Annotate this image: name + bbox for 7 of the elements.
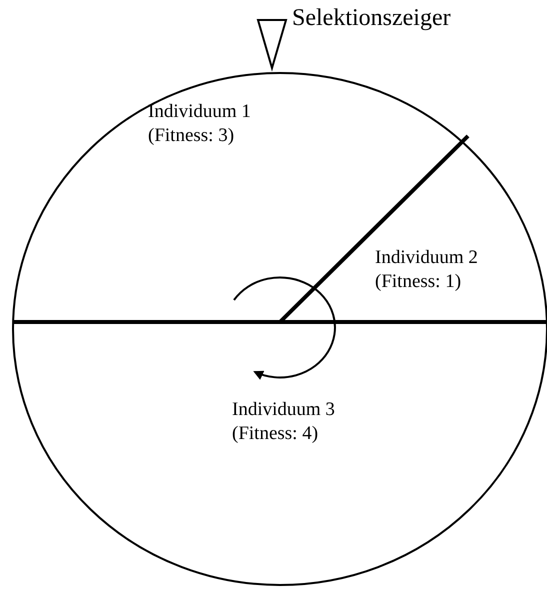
- sector-name: Individuum 2: [375, 246, 478, 270]
- sector-name: Individuum 3: [232, 398, 335, 422]
- fitness-value: (Fitness: 3): [148, 124, 236, 148]
- pointer-label: Selektionszeiger: [292, 4, 451, 32]
- fitness-value: (Fitness: 4): [232, 422, 320, 446]
- fitness-value: (Fitness: 1): [375, 270, 462, 294]
- sector-name: Individuum 1: [148, 100, 251, 124]
